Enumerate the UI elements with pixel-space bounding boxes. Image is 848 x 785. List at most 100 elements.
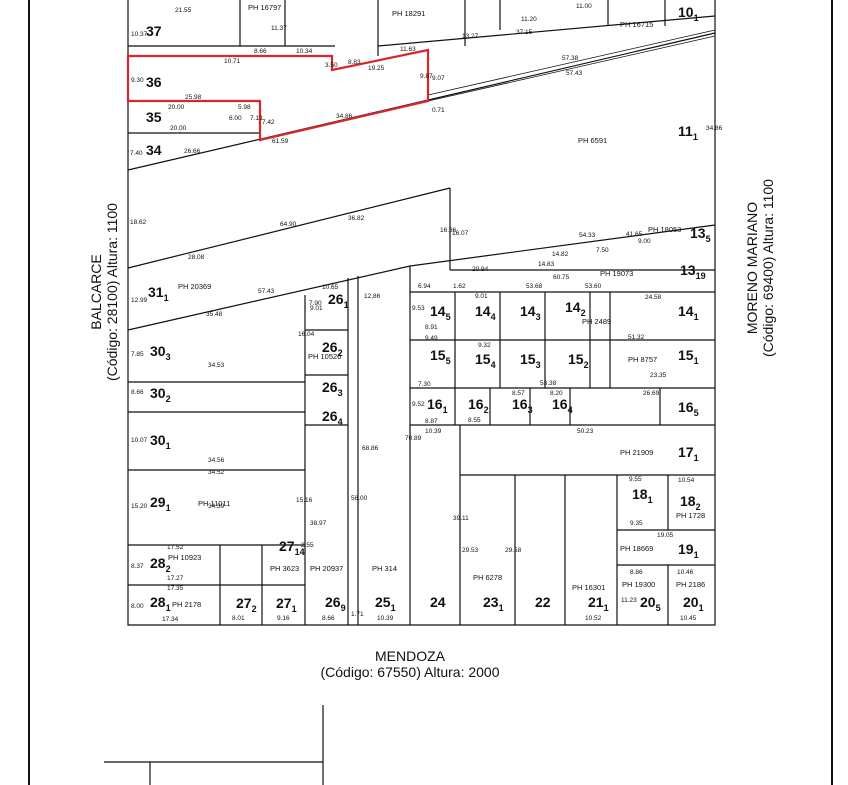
ph-label: PH 18669: [620, 544, 653, 553]
dimension-label: 19.05: [657, 532, 674, 539]
dimension-label: 57.43: [566, 70, 583, 77]
parcel-label: 37: [146, 23, 162, 39]
dimension-label: 10.37: [131, 31, 148, 38]
dimension-label: 20.00: [168, 104, 185, 111]
dimension-label: 15.20: [131, 503, 148, 510]
parcel-sublabel: 2: [484, 405, 489, 415]
dimension-label: 8.00: [131, 603, 144, 610]
dimension-label: 60.75: [553, 274, 570, 281]
dimension-label: 29.53: [462, 547, 479, 554]
parcel-sublabel: 3: [528, 405, 533, 415]
parcel-sublabel: 19: [696, 271, 706, 281]
parcel-label: 181: [632, 486, 653, 505]
dimension-label: 15.16: [296, 497, 313, 504]
parcel-label: 34: [146, 142, 162, 158]
parcel-sublabel: 1: [292, 604, 297, 614]
parcel-sublabel: 1: [694, 356, 699, 366]
ph-label: PH 18291: [392, 9, 425, 18]
dimension-label: 7.85: [131, 351, 144, 358]
parcel-label: 152: [568, 351, 589, 370]
street-left-name: BALCARCE: [88, 254, 104, 330]
dimension-label: 54.33: [579, 232, 596, 239]
dimension-label: 37.15: [516, 29, 533, 36]
dimension-label: 53.38: [540, 380, 557, 387]
dimension-label: 17.34: [162, 616, 179, 623]
ph-label: PH 10526: [308, 352, 341, 361]
parcel-label: 144: [475, 303, 496, 322]
parcel-label: 311: [148, 284, 169, 303]
ph-label: PH 19073: [600, 269, 633, 278]
parcel-label: 153: [520, 351, 541, 370]
dimension-label: 28.08: [188, 254, 205, 261]
parcel-sublabel: 5: [446, 312, 451, 322]
parcel-label: 201: [683, 594, 704, 613]
parcel-sublabel: 2: [166, 394, 171, 404]
dimension-label: 10.46: [677, 569, 694, 576]
parcel-label: 36: [146, 74, 162, 90]
parcel-label: 282: [150, 555, 171, 574]
dimension-label: 8.01: [232, 615, 245, 622]
dimension-label: 7.42: [262, 119, 275, 126]
ph-label: PH 6591: [578, 136, 607, 145]
dimension-label: 9.32: [478, 342, 491, 349]
dimension-label: 13.27: [462, 33, 479, 40]
dimension-label: 34.53: [208, 362, 225, 369]
parcel-sublabel: 1: [604, 603, 609, 613]
parcel-label: 163: [512, 396, 533, 415]
dimension-label: 16.04: [298, 331, 315, 338]
ph-label: PH 6278: [473, 573, 502, 582]
lot-line: [377, 15, 716, 47]
parcel-sublabel: 4: [491, 312, 496, 322]
parcel-sublabel: 2: [338, 348, 343, 358]
dimension-label: 8.91: [425, 324, 438, 331]
hatched-strip: [427, 29, 716, 102]
dimension-label: 35.48: [206, 311, 223, 318]
parcel-sublabel: 1: [499, 603, 504, 613]
parcel-sublabel: 1: [166, 603, 171, 613]
dimension-label: 34.56: [208, 457, 225, 464]
parcel-label: 281: [150, 594, 171, 613]
parcel-label: 162: [468, 396, 489, 415]
ph-label: PH 1728: [676, 511, 705, 520]
parcel-label: 22: [535, 594, 551, 610]
parcel-label: 231: [483, 594, 504, 613]
dimension-label: 2.55: [301, 542, 314, 549]
dimension-label: 9.49: [425, 335, 438, 342]
parcel-label: 151: [678, 347, 699, 366]
dimension-label: 23.35: [650, 372, 667, 379]
parcel-sublabel: 1: [166, 503, 171, 513]
dimension-label: 10.39: [425, 428, 442, 435]
dimension-label: 9.01: [310, 305, 323, 312]
block-outlines: [127, 0, 716, 626]
dimension-label: 16.07: [452, 230, 469, 237]
parcel-sublabel: 4: [568, 405, 573, 415]
parcel-sublabel: 4: [338, 417, 343, 427]
street-right-name: MORENO MARIANO: [744, 201, 760, 335]
dimension-label: 8.87: [425, 418, 438, 425]
highlighted-parcel[interactable]: [126, 48, 430, 142]
dimension-label: 8.66: [131, 389, 144, 396]
parcel-sublabel: 3: [536, 360, 541, 370]
dimension-label: 8.20: [550, 390, 563, 397]
dimension-label: 9.07: [432, 75, 445, 82]
parcel-sublabel: 3: [166, 352, 171, 362]
dimension-label: 10.71: [224, 58, 241, 65]
parcel-label: 143: [520, 303, 541, 322]
dimension-label: 38.97: [310, 520, 327, 527]
parcel-sublabel: 2: [696, 502, 701, 512]
dimension-label: 10.54: [678, 477, 695, 484]
dimension-label: 25.98: [185, 94, 202, 101]
dimension-label: 41.65: [626, 231, 643, 238]
dimension-label: 12.99: [131, 297, 148, 304]
dimension-label: 9.87: [420, 73, 433, 80]
dimension-label: 21.55: [175, 7, 192, 14]
dimension-label: 36.82: [348, 215, 365, 222]
dimension-label: 7.40: [130, 150, 143, 157]
dimension-label: 3.50: [325, 62, 338, 69]
lot-line: [409, 224, 716, 267]
dimension-label: 8.57: [512, 390, 525, 397]
street-bottom-name: MENDOZA: [375, 648, 445, 664]
dimension-label: 34.39: [208, 503, 225, 510]
parcel-label: 154: [475, 351, 496, 370]
